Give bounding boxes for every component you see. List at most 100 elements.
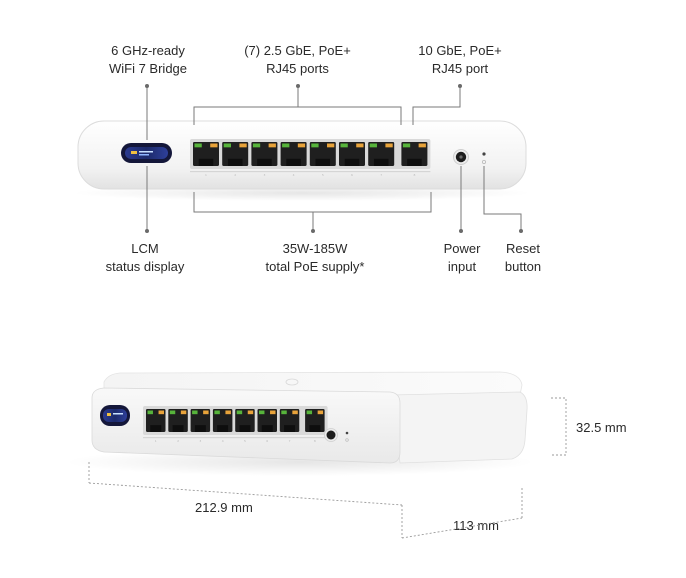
port-led-amber xyxy=(418,143,426,148)
port-number-label: 8 xyxy=(314,439,316,443)
rj45-port-1: 1 xyxy=(146,409,166,443)
power-input-label: Power input xyxy=(432,240,492,276)
port-number-label: 5 xyxy=(322,173,324,177)
port-led-amber xyxy=(356,143,364,148)
port-led-green xyxy=(147,410,153,415)
rj45-port-3: 3 xyxy=(190,409,211,443)
reset-button xyxy=(481,152,486,164)
port-led-amber xyxy=(270,410,276,415)
depth-dimension-label: 113 mm xyxy=(453,518,499,533)
port-number-label: 5 xyxy=(244,439,246,443)
wifi-bridge-line1: 6 GHz-ready xyxy=(111,43,185,58)
height-dimension-label: 32.5 mm xyxy=(576,420,627,435)
power-line1: Power xyxy=(443,241,481,256)
port-label-strip xyxy=(143,437,328,439)
port-led-amber xyxy=(327,143,335,148)
port-led-green xyxy=(306,410,313,415)
reset-button-perspective xyxy=(345,431,349,442)
power-line2: input xyxy=(447,259,477,274)
lcm-display xyxy=(121,143,172,163)
rj45-port-3: 3 xyxy=(251,142,278,177)
port-number-label: 1 xyxy=(205,173,207,177)
port-led-green xyxy=(169,410,176,415)
ports-25-label: (7) 2.5 GbE, PoE+ RJ45 ports xyxy=(225,42,370,78)
port-led-green xyxy=(281,410,287,415)
port-led-green xyxy=(311,143,319,148)
port-led-green xyxy=(282,143,290,148)
ports-25-line1: (7) 2.5 GbE, PoE+ xyxy=(244,43,351,58)
port-led-amber xyxy=(297,143,306,148)
front-port-block: 1 2 3 4 5 6 7 8 xyxy=(190,139,431,177)
port-led-amber xyxy=(158,410,164,415)
rj45-port-1: 1 xyxy=(193,142,219,177)
rj45-port-5: 5 xyxy=(235,409,255,443)
height-bracket xyxy=(551,397,567,456)
wifi-bridge-label: 6 GHz-ready WiFi 7 Bridge xyxy=(88,42,208,78)
port-number-label: 4 xyxy=(293,173,295,177)
front-view-switch: 1 2 3 4 5 6 7 8 xyxy=(72,120,532,201)
port-led-amber xyxy=(292,410,298,415)
poe-supply-line2: total PoE supply* xyxy=(265,259,365,274)
port-number-label: 3 xyxy=(199,439,201,443)
port-led-green xyxy=(192,410,198,415)
poe-supply-line1: 35W-185W xyxy=(282,241,348,256)
port-led-amber xyxy=(268,143,276,148)
width-line xyxy=(88,482,403,506)
port-number-label: 7 xyxy=(380,173,382,177)
reset-line1: Reset xyxy=(506,241,540,256)
port-led-amber xyxy=(385,143,393,148)
rj45-port-7: 7 xyxy=(279,409,300,443)
reset-line2: button xyxy=(504,259,542,274)
port-led-green xyxy=(402,143,411,148)
switch-right-side xyxy=(391,391,528,464)
rj45-port-6: 6 xyxy=(339,142,365,177)
port-led-green xyxy=(236,410,243,415)
rj45-port-8: 8 xyxy=(305,409,325,443)
port-led-green xyxy=(252,143,261,148)
port-10-label: 10 GbE, PoE+ RJ45 port xyxy=(405,42,515,78)
callout-lines xyxy=(145,84,523,233)
port-led-amber xyxy=(210,143,218,148)
width-dimension-label: 212.9 mm xyxy=(195,500,253,515)
port-led-amber xyxy=(247,410,254,415)
port-number-label: 4 xyxy=(222,439,224,443)
rj45-port-4: 4 xyxy=(280,142,307,177)
port-led-amber xyxy=(180,410,187,415)
perspective-view-switch: 1 2 3 4 5 6 7 8 xyxy=(65,371,535,476)
rj45-port-2: 2 xyxy=(222,142,249,177)
port-number-label: 7 xyxy=(289,439,291,443)
port-led-green xyxy=(369,143,377,148)
lcm-line1: LCM xyxy=(131,241,159,256)
port-number-label: 6 xyxy=(266,439,268,443)
port-number-label: 2 xyxy=(177,439,179,443)
port-led-amber xyxy=(203,410,209,415)
power-input-port xyxy=(453,149,469,165)
port-led-green xyxy=(259,410,265,415)
perspective-port-block: 1 2 3 4 5 6 7 8 xyxy=(143,406,328,443)
port-number-label: 8 xyxy=(413,173,415,177)
port-led-amber xyxy=(317,410,324,415)
reset-button-label: Reset button xyxy=(493,240,553,276)
port-10-line2: RJ45 port xyxy=(431,61,489,76)
rj45-port-2: 2 xyxy=(168,409,188,443)
rj45-port-7: 7 xyxy=(368,142,395,177)
port-number-label: 3 xyxy=(263,173,265,177)
wifi-bridge-line2: WiFi 7 Bridge xyxy=(108,61,188,76)
port-led-green xyxy=(194,143,202,148)
ports-25-line2: RJ45 ports xyxy=(266,61,329,76)
port-led-amber xyxy=(225,410,231,415)
rj45-port-6: 6 xyxy=(257,409,277,443)
port-number-label: 2 xyxy=(234,173,236,177)
port-led-green xyxy=(340,143,348,148)
port-led-green xyxy=(223,143,231,148)
port-number-label: 6 xyxy=(351,173,353,177)
logo-icon xyxy=(285,378,299,386)
port-number-label: 1 xyxy=(155,439,157,443)
port-led-green xyxy=(214,410,220,415)
depth-line xyxy=(401,517,523,539)
rj45-port-4: 4 xyxy=(212,409,233,443)
lcm-label: LCM status display xyxy=(90,240,200,276)
poe-supply-label: 35W-185W total PoE supply* xyxy=(245,240,385,276)
power-input-port-perspective xyxy=(324,428,338,442)
